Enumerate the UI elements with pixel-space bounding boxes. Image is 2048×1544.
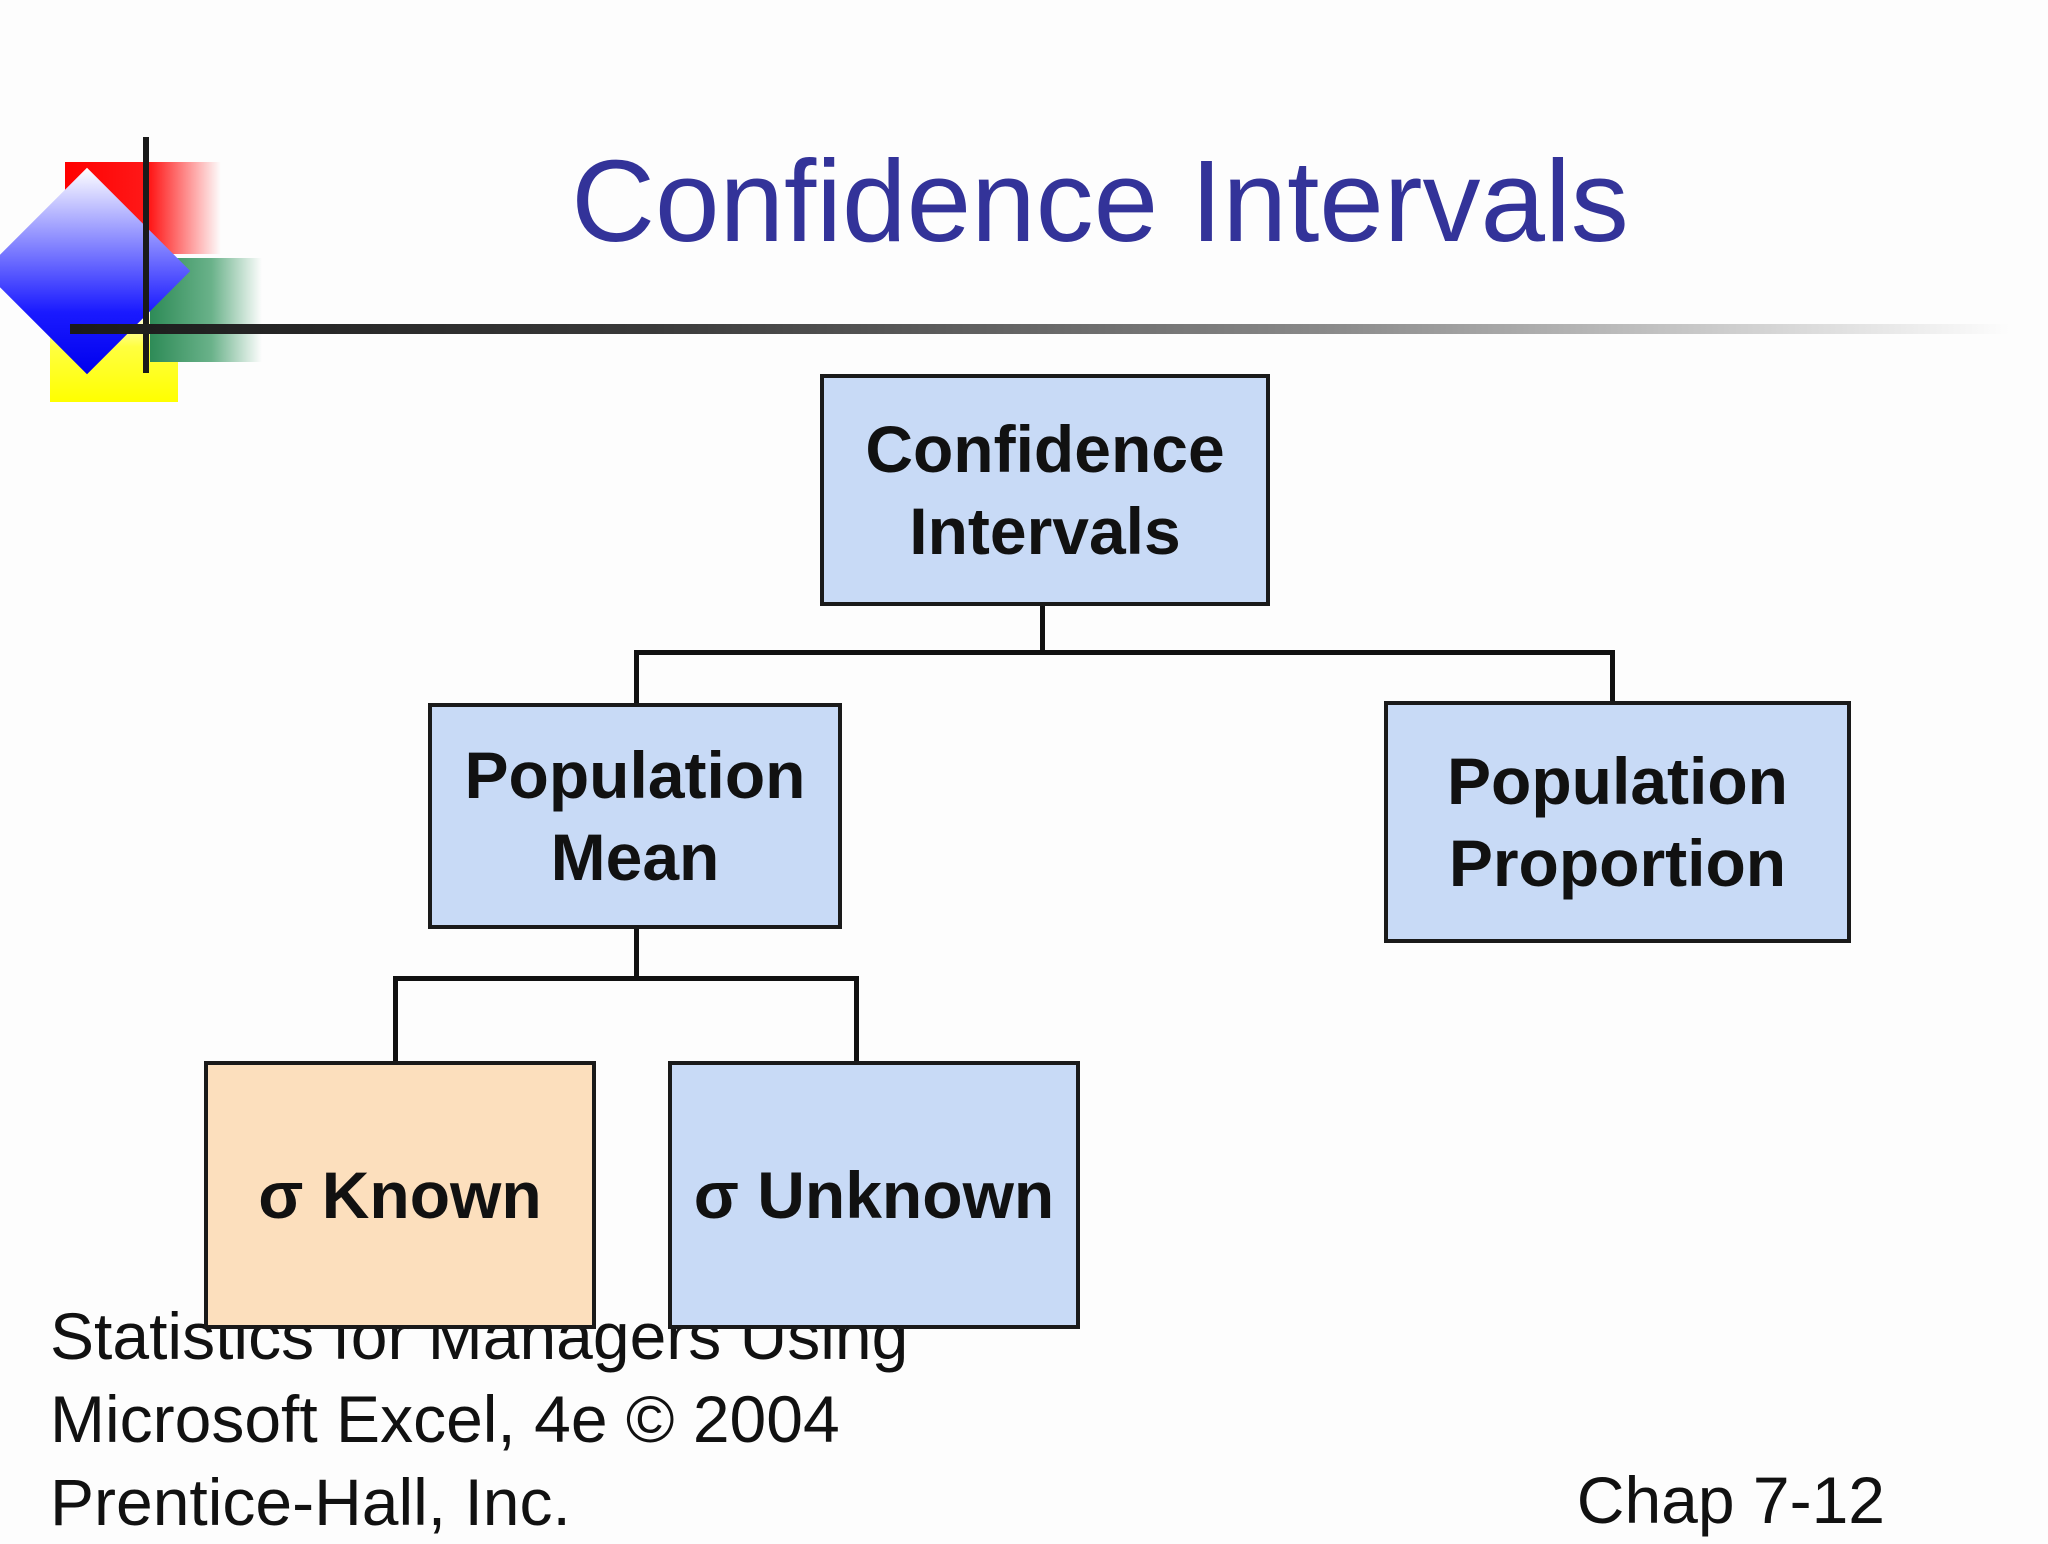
footer-citation: Statistics for Managers Using Microsoft … xyxy=(50,1295,1150,1544)
connector-to-proportion xyxy=(1610,650,1615,707)
node-root-line2: Intervals xyxy=(909,494,1181,568)
node-root-line1: Confidence xyxy=(865,412,1225,486)
node-proportion-line1: Population xyxy=(1447,744,1788,818)
node-population-mean: Population Mean xyxy=(428,703,842,929)
node-confidence-intervals: Confidence Intervals xyxy=(820,374,1270,606)
connector-to-mean xyxy=(634,650,639,707)
node-sigma-unknown: σ Unknown xyxy=(668,1061,1080,1329)
node-mean-line1: Population xyxy=(464,738,806,812)
node-mean-line2: Mean xyxy=(550,820,720,894)
footer-line3: Prentice-Hall, Inc. xyxy=(50,1465,571,1539)
logo-vertical-line xyxy=(143,137,149,373)
connector-to-known xyxy=(393,976,398,1066)
connector-to-unknown xyxy=(854,976,859,1066)
node-unknown-label: σ Unknown xyxy=(693,1158,1055,1232)
node-proportion-line2: Proportion xyxy=(1448,826,1787,900)
slide-title: Confidence Intervals xyxy=(571,136,1629,266)
connector-root-down xyxy=(1040,602,1045,654)
connector-mean-down xyxy=(634,925,639,981)
node-population-proportion: Population Proportion xyxy=(1384,701,1851,943)
title-divider xyxy=(70,324,2010,334)
chapter-number: Chap 7-12 xyxy=(1576,1463,1885,1537)
footer-line2: Microsoft Excel, 4e © 2004 xyxy=(50,1382,840,1456)
connector-top-bar xyxy=(634,650,1615,655)
slide-logo-icon xyxy=(0,0,270,410)
node-known-label: σ Known xyxy=(258,1158,542,1232)
connector-lower-bar xyxy=(393,976,859,981)
node-sigma-known: σ Known xyxy=(204,1061,596,1329)
